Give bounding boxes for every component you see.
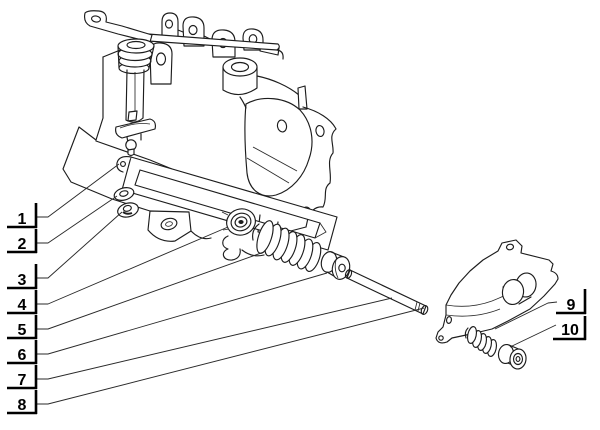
ball-stud xyxy=(125,139,137,151)
callout-5: 5 xyxy=(7,315,38,340)
leader-10 xyxy=(509,324,557,348)
callout-10-label: 10 xyxy=(561,322,579,339)
frame-ear-hole xyxy=(120,161,126,167)
callout-8-label: 8 xyxy=(18,397,27,414)
lever-hole xyxy=(90,15,102,23)
leader-7 xyxy=(37,297,393,380)
lever-arm xyxy=(83,10,153,43)
leader-2 xyxy=(37,195,118,244)
leader-4 xyxy=(37,226,229,305)
mount-lug xyxy=(161,12,179,41)
bushing-seat xyxy=(221,208,256,236)
plug-hole xyxy=(338,263,346,273)
leader-5 xyxy=(37,251,265,330)
coil-spring xyxy=(252,220,322,272)
leader-3 xyxy=(37,211,123,279)
callout-10: 10 xyxy=(553,316,587,341)
front-ear-hole xyxy=(155,52,167,66)
bolt-hole xyxy=(315,124,325,138)
frame-ear xyxy=(116,156,132,173)
bracket-ear-hole xyxy=(438,335,444,341)
callout-3: 3 xyxy=(7,264,38,290)
callout-7: 7 xyxy=(7,365,38,390)
housing xyxy=(62,12,337,261)
callouts-right: 9 10 xyxy=(553,289,587,341)
lever-assembly xyxy=(83,10,284,157)
callout-6-label: 6 xyxy=(18,347,27,364)
housing-boss xyxy=(222,57,258,109)
leader-6 xyxy=(37,272,328,355)
callout-3-label: 3 xyxy=(18,272,27,289)
callout-4-label: 4 xyxy=(18,297,27,314)
leader-lines xyxy=(37,163,558,405)
callout-7-label: 7 xyxy=(18,372,27,389)
rod xyxy=(344,269,429,315)
callout-1-label: 1 xyxy=(18,211,27,228)
bracket-plate xyxy=(435,239,559,344)
roller xyxy=(497,343,527,370)
leader-9 xyxy=(494,301,558,330)
callout-4: 4 xyxy=(7,290,38,315)
bracket-roller xyxy=(501,272,537,306)
pivot-lug-hole xyxy=(160,217,178,231)
small-spring xyxy=(464,326,498,357)
washer-lower xyxy=(117,202,139,218)
leader-8 xyxy=(37,307,425,405)
gate-frame-plate xyxy=(116,156,338,251)
callout-2: 2 xyxy=(7,229,38,254)
bolt-hole xyxy=(276,119,288,133)
callouts-left: 1 2 3 4 5 6 7 8 xyxy=(7,203,38,415)
housing-cavity xyxy=(244,97,313,197)
callout-2-label: 2 xyxy=(18,236,27,253)
callout-1: 1 xyxy=(7,203,38,229)
callout-9-label: 9 xyxy=(567,297,576,314)
ball-joint xyxy=(115,110,157,157)
callout-6: 6 xyxy=(7,340,38,365)
flange-post xyxy=(297,85,308,110)
callout-8: 8 xyxy=(7,390,38,415)
leader-1 xyxy=(37,163,120,218)
bracket-hole xyxy=(445,316,453,324)
washer-upper xyxy=(113,187,135,201)
callout-9: 9 xyxy=(556,289,587,315)
lug-hole xyxy=(164,19,174,29)
lug-hole xyxy=(188,24,198,36)
callout-5-label: 5 xyxy=(18,322,27,339)
bracket-tab-hole xyxy=(505,243,515,251)
disc-spring-stack xyxy=(117,38,155,75)
